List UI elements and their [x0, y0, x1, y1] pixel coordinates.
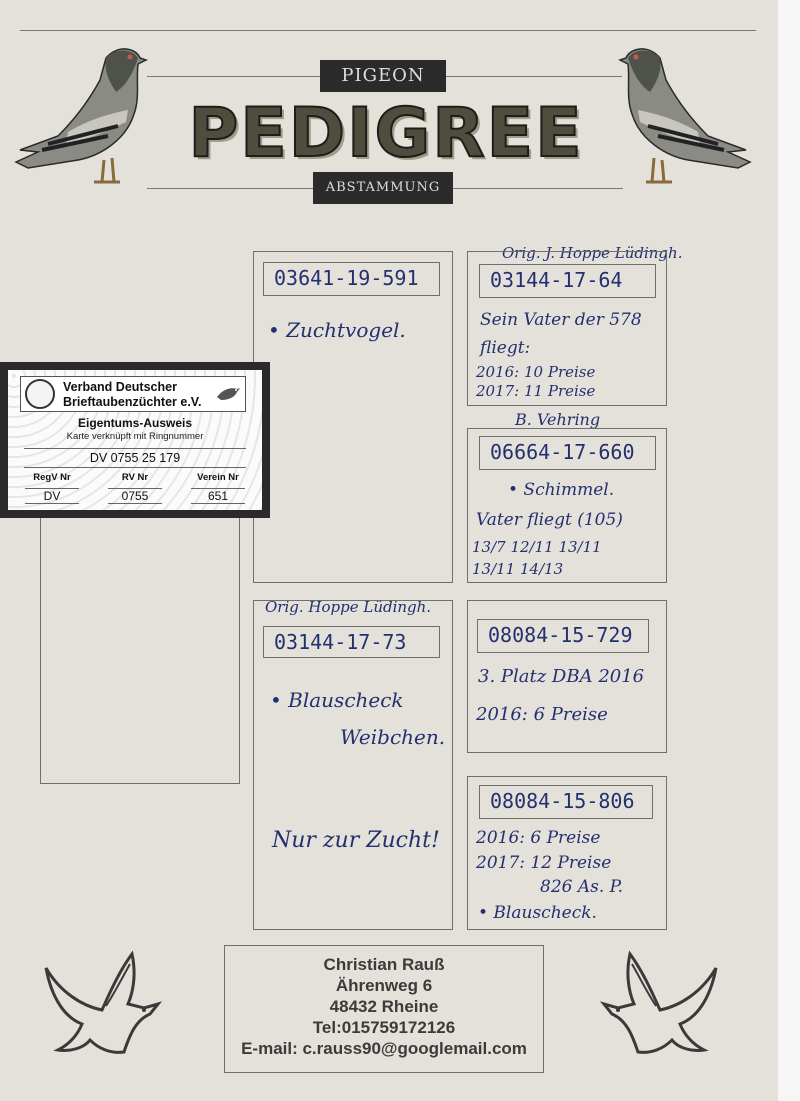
association-logo-icon	[25, 379, 55, 409]
ancestor-origin: B. Vehring	[515, 410, 601, 429]
ancestor-note: fliegt:	[480, 338, 531, 358]
subject-ring-number: 03641-19-591	[263, 262, 440, 296]
ancestor-note: 2016: 10 Preise	[476, 363, 596, 381]
owner-contact-box: Christian Rauß Ährenweg 6 48432 Rheine T…	[224, 945, 544, 1073]
pigeon-left-icon	[14, 48, 148, 184]
ancestor-note: 2016: 6 Preise	[476, 704, 608, 725]
ancestor-ring-number: 06664-17-660	[479, 436, 656, 470]
ancestor-note: 2017: 11 Preise	[476, 382, 596, 400]
owner-email: E-mail: c.rauss90@googlemail.com	[241, 1039, 527, 1058]
header-rule-bottom	[453, 188, 623, 189]
card-title: Eigentums-Ausweis	[77, 416, 193, 430]
owner-city: 48432 Rheine	[329, 997, 439, 1016]
card-column-label: Verein Nr	[197, 472, 239, 483]
subject-photo-box	[40, 510, 240, 784]
dove-right-icon	[599, 950, 718, 1054]
ancestor-box	[467, 776, 667, 930]
sire-note: Weibchen.	[340, 725, 446, 749]
header-rule-top	[446, 76, 622, 77]
ancestor-note: • Blauscheck.	[478, 903, 597, 923]
sire-origin: Orig. Hoppe Lüdingh.	[265, 598, 432, 616]
ownership-card: Verband Deutscher Brieftaubenzüchter e.V…	[0, 362, 270, 518]
ancestor-note: 2016: 6 Preise	[476, 828, 601, 848]
header-abstammung-label: ABSTAMMUNG	[313, 172, 453, 204]
header-rule-bottom	[147, 188, 313, 189]
owner-name: Christian Rauß	[323, 955, 445, 974]
sire-note: • Blauscheck	[270, 688, 404, 712]
dove-left-icon	[44, 950, 163, 1054]
card-org-line: Verband Deutscher	[63, 380, 177, 394]
subject-note: • Zuchtvogel.	[268, 318, 406, 342]
header-pigeon-label: PIGEON	[320, 60, 446, 92]
ancestor-note: 3. Platz DBA 2016	[478, 666, 645, 687]
ancestor-ring-number: 03144-17-64	[479, 264, 656, 298]
ancestor-origin: Orig. J. Hoppe Lüdingh.	[502, 244, 683, 262]
ancestor-note: 13/11 14/13	[472, 560, 564, 578]
subject-box	[253, 251, 453, 583]
ancestor-note: 826 As. P.	[540, 877, 624, 897]
card-column-value: 651	[191, 488, 245, 504]
ancestor-note: Vater fliegt (105)	[476, 510, 623, 530]
ancestor-note: 13/7 12/11 13/11	[472, 538, 602, 556]
owner-phone: Tel:015759172126	[312, 1018, 456, 1037]
sire-box	[253, 600, 453, 930]
ancestor-note: • Schimmel.	[508, 480, 615, 500]
top-border-line	[20, 30, 756, 31]
card-subtitle: Karte verknüpft mit Ringnummer	[66, 431, 204, 442]
ancestor-ring-number: 08084-15-729	[477, 619, 649, 653]
card-column-label: RegV Nr	[33, 472, 71, 483]
owner-street: Ährenweg 6	[335, 976, 433, 995]
sire-ring-number: 03144-17-73	[263, 626, 440, 658]
card-org-line: Brieftaubenzüchter e.V.	[63, 395, 202, 409]
scan-edge	[778, 0, 800, 1101]
ancestor-box	[467, 428, 667, 583]
ancestor-note: 2017: 12 Preise	[476, 853, 612, 873]
sire-note: Nur zur Zucht!	[272, 828, 440, 853]
header-rule-top	[147, 76, 320, 77]
pigeon-right-icon	[618, 48, 752, 184]
card-header: Verband Deutscher Brieftaubenzüchter e.V…	[20, 376, 246, 412]
ownership-card-body: Verband Deutscher Brieftaubenzüchter e.V…	[8, 370, 262, 510]
ancestor-ring-number: 08084-15-806	[479, 785, 653, 819]
pigeon-small-icon	[217, 388, 240, 400]
pedigree-sheet: PIGEON PEDIGREE ABSTAMMUNG 03641-19-591 …	[0, 0, 778, 1101]
card-ring-number: DV 0755 25 179	[24, 448, 246, 468]
card-column-value: 0755	[108, 488, 162, 504]
card-column-value: DV	[25, 488, 79, 504]
card-column-label: RV Nr	[121, 472, 149, 483]
page-title: PEDIGREE	[187, 93, 584, 174]
ancestor-note: Sein Vater der 578	[480, 310, 642, 330]
ancestor-box	[467, 600, 667, 753]
card-org-name: Verband Deutscher Brieftaubenzüchter e.V…	[63, 380, 201, 410]
ancestor-box	[467, 251, 667, 406]
